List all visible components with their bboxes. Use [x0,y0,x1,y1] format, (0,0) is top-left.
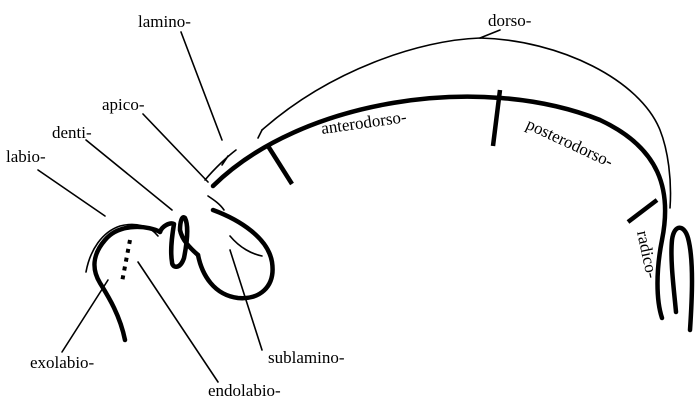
label-lamino: lamino- [138,12,191,31]
apico-bracket [208,196,224,210]
upper-teeth-outline [160,217,198,266]
denti-leader [86,140,172,210]
label-radico: radico- [633,229,662,280]
tick-postero-radico [628,200,657,222]
label-denti: denti- [52,123,92,142]
tick-lamino-antero [268,146,292,184]
dorso-leader [480,30,500,38]
labio-leader [38,170,105,216]
label-sublamino: sublamino- [268,348,345,367]
label-exolabio: exolabio- [30,353,95,372]
sublamino-leader [230,250,262,350]
apico-leader [143,114,208,182]
endolabio-boundary-dashed [122,240,130,282]
tongue-dorsum-outline [213,97,665,318]
tongue-tip-outline [198,210,273,298]
dorso-bracket-hook-left [258,130,262,138]
label-labio: labio- [6,147,46,166]
label-apico: apico- [102,95,145,114]
exolabio-leader [62,280,108,352]
upper-lip-outline [95,227,160,340]
pharynx-outline [671,228,692,330]
lamino-leader [181,32,222,140]
label-dorso: dorso- [488,11,532,30]
label-endolabio: endolabio- [208,381,281,400]
lamino-bracket [205,150,236,180]
label-anterodorso: anterodorso- [320,107,408,138]
